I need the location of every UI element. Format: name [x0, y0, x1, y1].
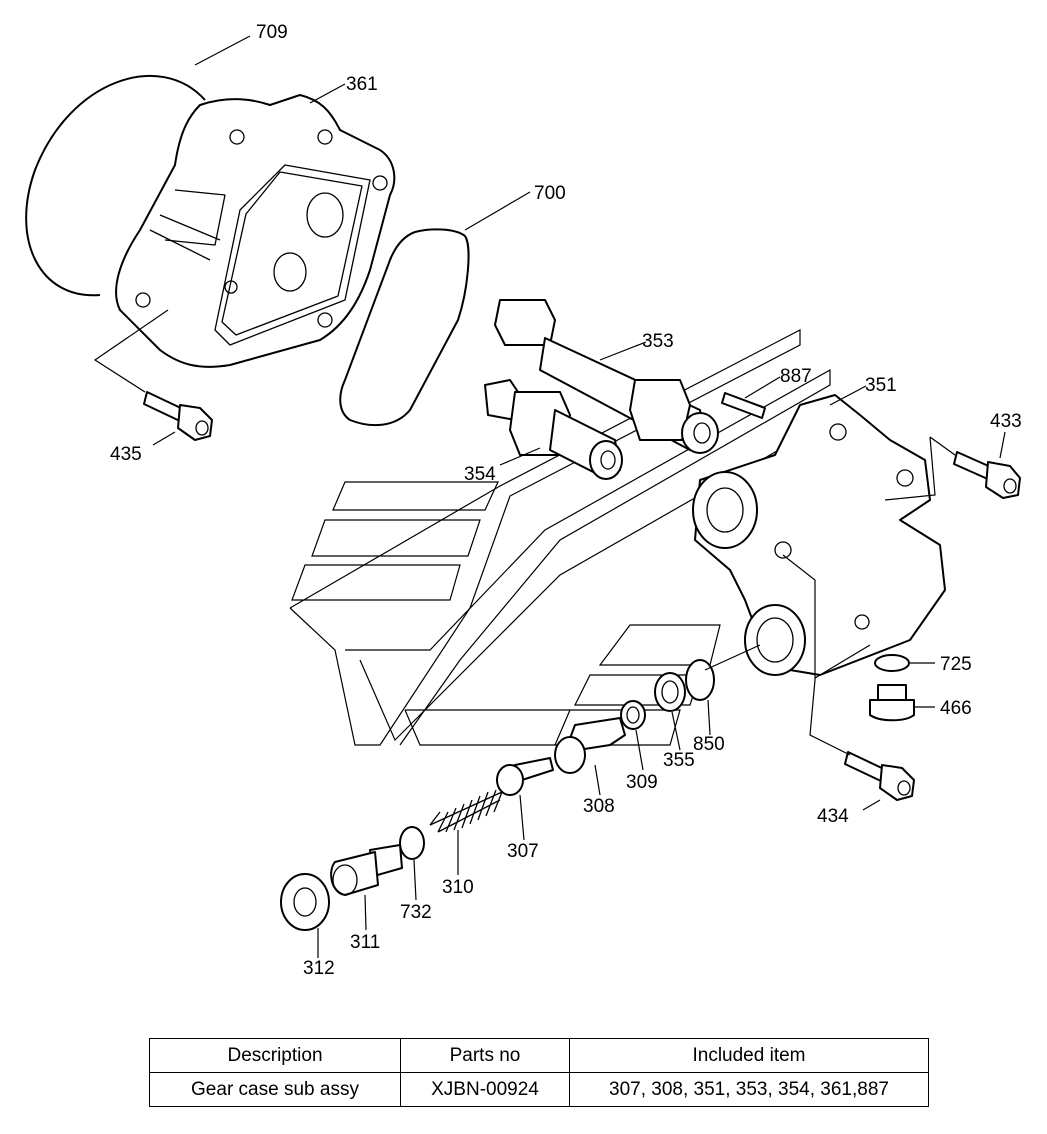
callout-307: 307	[507, 841, 539, 862]
callout-354: 354	[464, 464, 496, 485]
callout-311: 311	[350, 932, 380, 953]
callout-435: 435	[110, 444, 142, 465]
callout-434: 434	[817, 806, 849, 827]
shaft-gear-354	[484, 379, 623, 480]
callout-466: 466	[940, 698, 972, 719]
oring-725	[874, 654, 910, 672]
callout-labels: 709 361 700 353 887 351 433 435 354 725 …	[110, 22, 1022, 979]
callout-709: 709	[256, 22, 288, 43]
callout-353: 353	[642, 331, 674, 352]
gear-case-351	[692, 394, 946, 676]
pin-887	[721, 392, 766, 419]
snap-ring-850	[685, 659, 715, 701]
poppet-307	[496, 757, 554, 796]
table-row: Gear case sub assy XJBN-00924 307, 308, …	[149, 1072, 929, 1107]
spring-310	[429, 789, 503, 833]
table-header-row: Description Parts no Included item	[149, 1038, 929, 1073]
shaft-gear-353	[494, 299, 719, 454]
bolt-434	[844, 751, 915, 801]
gear-case-cover-361	[115, 94, 396, 368]
callout-732: 732	[400, 902, 432, 923]
callout-361: 361	[346, 74, 378, 95]
cell-included-item: 307, 308, 351, 353, 354, 361,887	[569, 1072, 929, 1107]
plug-466	[869, 684, 915, 722]
valve-308	[554, 717, 626, 774]
callout-887: 887	[780, 366, 812, 387]
callout-310: 310	[442, 877, 474, 898]
bolt-433	[953, 451, 1021, 499]
bolt-435	[143, 391, 213, 441]
exploded-parts-diagram: 709 361 700 353 887 351 433 435 354 725 …	[25, 22, 1022, 979]
washer-312	[280, 873, 330, 931]
callout-850: 850	[693, 734, 725, 755]
leader-lines	[93, 35, 1006, 958]
callout-355: 355	[663, 750, 695, 771]
header-parts-no: Parts no	[400, 1038, 570, 1073]
callout-433: 433	[990, 411, 1022, 432]
header-included-item: Included item	[569, 1038, 929, 1073]
parts-table: Description Parts no Included item Gear …	[149, 1038, 929, 1107]
oring-709	[25, 75, 206, 297]
spacer-355	[654, 672, 686, 712]
header-description: Description	[149, 1038, 401, 1073]
callout-309: 309	[626, 772, 658, 793]
oring-732	[399, 826, 425, 860]
callout-351: 351	[865, 375, 897, 396]
callout-700: 700	[534, 183, 566, 204]
cell-description: Gear case sub assy	[149, 1072, 401, 1107]
gasket-700	[339, 228, 470, 427]
callout-312: 312	[303, 958, 335, 979]
callout-725: 725	[940, 654, 972, 675]
plug-311	[330, 844, 403, 896]
cell-parts-no: XJBN-00924	[400, 1072, 570, 1107]
seat-309	[620, 700, 646, 730]
callout-308: 308	[583, 796, 615, 817]
